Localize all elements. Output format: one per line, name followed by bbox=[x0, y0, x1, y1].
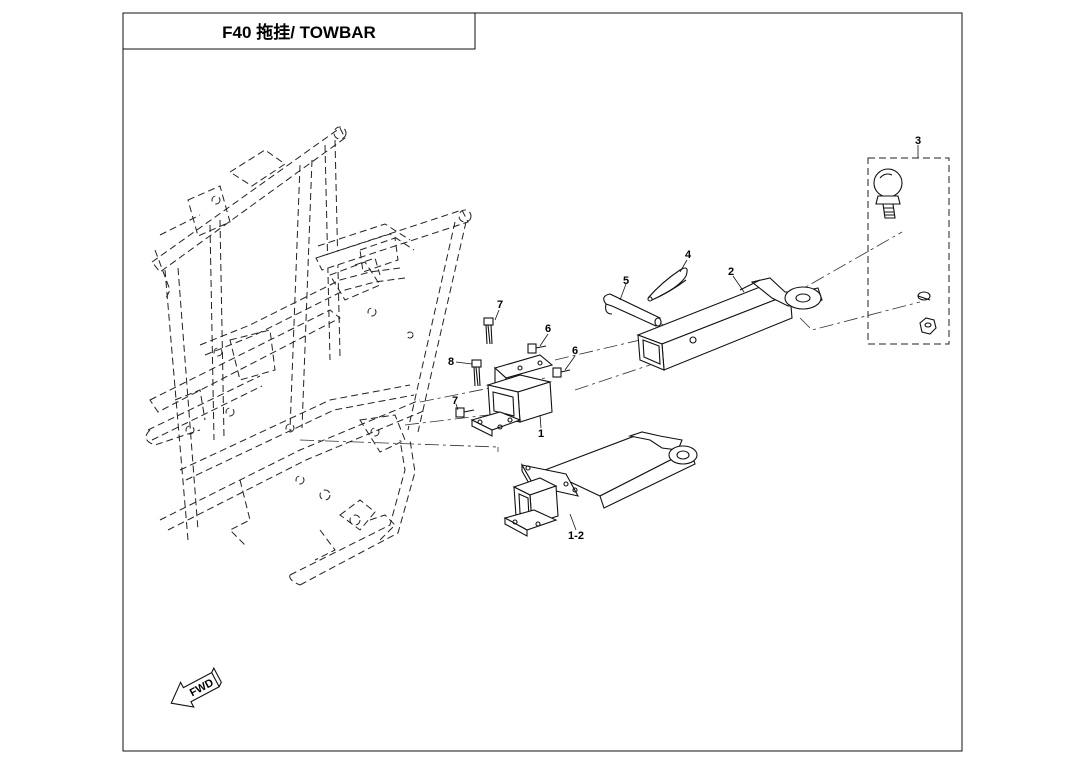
part-tow-ball-kit[interactable] bbox=[867, 157, 950, 345]
callout-2: 2 bbox=[728, 266, 734, 278]
callout-4: 4 bbox=[685, 249, 692, 261]
callout-7b: 8 bbox=[448, 356, 454, 368]
callout-6b: 6 bbox=[572, 345, 578, 357]
bolts-group[interactable] bbox=[455, 317, 571, 418]
page-title: F40 拖挂/ TOWBAR bbox=[222, 22, 376, 42]
callout-6a: 6 bbox=[545, 323, 551, 335]
drawing-border bbox=[122, 12, 963, 752]
vehicle-frame-phantom bbox=[145, 126, 472, 586]
callout-7a: 7 bbox=[497, 299, 503, 311]
callout-3: 3 bbox=[915, 135, 921, 147]
part-hitch-pin-clip[interactable] bbox=[647, 267, 688, 302]
callout-1: 1 bbox=[538, 428, 544, 440]
part-hitch-pin[interactable] bbox=[603, 293, 662, 327]
part-hitch-bracket[interactable] bbox=[470, 354, 554, 437]
callouts: 3 4 5 2 7 8 6 6 7 1 1-2 bbox=[448, 135, 921, 542]
callout-5: 5 bbox=[623, 275, 629, 287]
assembly-phantom-leaders bbox=[299, 231, 921, 452]
fwd-arrow-icon: FWD bbox=[170, 666, 222, 708]
callout-1-2: 1-2 bbox=[568, 530, 584, 542]
part-receiver-assembly[interactable] bbox=[503, 431, 698, 537]
callout-8: 7 bbox=[452, 395, 458, 407]
title-box bbox=[122, 12, 476, 50]
part-towbar[interactable] bbox=[636, 277, 823, 371]
